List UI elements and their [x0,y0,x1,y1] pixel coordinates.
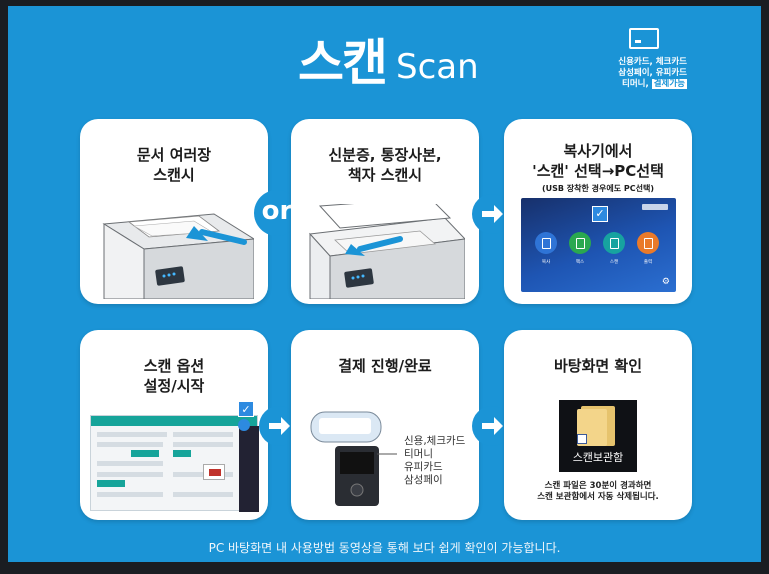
shortcut-arrow-icon [577,434,587,444]
info-screen: 스캔 Scan 신용카드, 체크카드 삼성페이, 유피카드 티머니, 결제가능 … [8,6,761,562]
card-reader-icon [310,411,397,506]
flatbed-scanner-icon [308,204,465,299]
card-title-line2: 스캔시 [153,166,195,184]
copy-icon [535,232,557,254]
card-title: 결제 진행/완료 [338,357,432,375]
page-title: 스캔 Scan [298,28,479,88]
card-title-line1: 문서 여러장 [136,146,212,164]
step-card-payment: 결제 진행/완료 신용,체크카드 티머니 유피카드 삼성페이 [291,330,479,520]
tile-scan[interactable]: 스캔 [603,232,625,266]
step-card-desktop: 바탕화면 확인 스캔보관함 스캔 파일은 30분이 경과하면 스캔 보관함에서 … [504,330,692,520]
gear-icon: ⚙ [661,277,670,287]
payment-line-3: 티머니, 결제가능 [571,79,687,90]
card-title-line1: 신분증, 통장사본, [328,146,442,164]
card-title-line2: 설정/시작 [143,377,205,395]
tile-label: 팩스 [575,260,585,265]
print-icon [637,232,659,254]
scan-icon [603,232,625,254]
step-card-multi-page: 문서 여러장 스캔시 [80,119,268,304]
tile-label: 스캔 [609,260,619,265]
status-bar [642,204,668,210]
title-korean: 스캔 [298,34,388,92]
card-title-line1: 복사기에서 [563,142,633,160]
card-title: 바탕화면 확인 [553,357,643,375]
card-subtitle: (USB 장착한 경우에도 PC선택) [542,184,654,193]
payment-line-3a: 티머니, [622,79,649,89]
credit-card-icon [629,28,659,49]
tile-label: 출력 [643,260,653,265]
checkmark-icon: ✓ [238,401,254,417]
tile-copy[interactable]: 복사 [535,232,557,266]
card-title-line2: '스캔' 선택→PC선택 [532,162,664,180]
checkmark-icon: ✓ [592,206,608,222]
step-card-select-scan: 복사기에서 '스캔' 선택→PC선택 (USB 장착한 경우에도 PC선택) ✓… [504,119,692,304]
card-title-line1: 스캔 옵션 [143,357,205,375]
tile-print[interactable]: 출력 [637,232,659,266]
note-line-2: 스캔 보관함에서 자동 삭제됩니다. [537,492,659,502]
desktop-icon-label: 스캔보관함 [572,451,624,464]
copier-home-screen: ✓ 복사 팩스 스캔 출력 ⚙ [521,198,676,292]
bottom-caption: PC 바탕화면 내 사용방법 동영상을 통해 보다 쉽게 확인이 가능합니다. [208,541,561,555]
payment-line-1: 신용카드, 체크카드 [618,57,687,67]
note-line-1: 스캔 파일은 30분이 경과하면 [544,481,652,491]
tile-fax[interactable]: 팩스 [569,232,591,266]
payment-method: 유피카드 [404,461,443,473]
bottom-bezel [0,562,769,574]
payment-info: 신용카드, 체크카드 삼성페이, 유피카드 티머니, 결제가능 [571,28,687,90]
options-header-bar [91,416,257,426]
payment-method: 신용,체크카드 [404,435,466,447]
scan-options-screen [90,415,259,512]
auto-delete-note: 스캔 파일은 30분이 경과하면 스캔 보관함에서 자동 삭제됩니다. [504,481,692,503]
payment-method: 티머니 [404,448,433,460]
card-title-line2: 책자 스캔시 [347,166,423,184]
step-card-id-book: 신분증, 통장사본, 책자 스캔시 [291,119,479,304]
payment-method: 삼성페이 [404,474,443,486]
start-button[interactable] [238,419,250,431]
payment-line-2: 삼성페이, 유피카드 [618,68,687,78]
title-english: Scan [396,47,479,87]
tile-label: 복사 [541,260,551,265]
fax-icon [569,232,591,254]
scan-folder-desktop-icon[interactable]: 스캔보관함 [559,400,637,472]
document-feeder-scanner-icon [102,213,254,299]
payment-methods-list: 신용,체크카드 티머니 유피카드 삼성페이 [404,435,465,487]
step-card-scan-options: 스캔 옵션 설정/시작 ✓ [80,330,268,520]
payment-available-badge: 결제가능 [651,79,687,89]
